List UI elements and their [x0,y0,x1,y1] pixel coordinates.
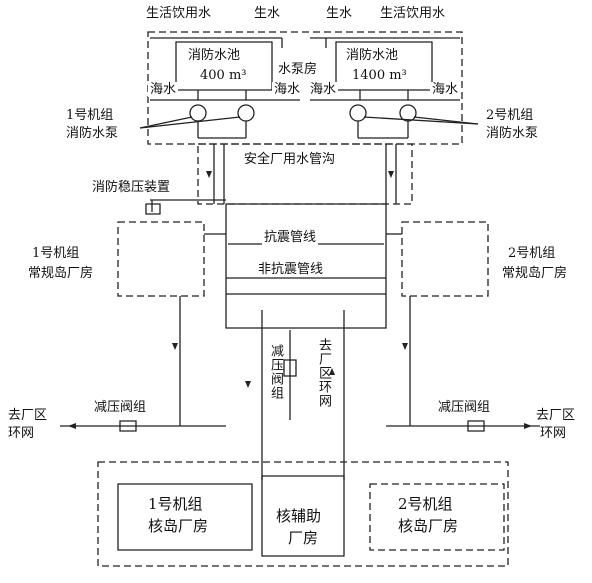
label-unit1-pumps-line1: 1号机组 [66,108,114,123]
arrow-down-left-1 [206,171,212,178]
label-unit1-conventional-line1: 1号机组 [32,246,80,261]
label-ring-right-line1: 去厂区 [536,408,576,423]
label-unit2-nuclear-line2: 核岛厂房 [398,517,459,535]
arrow-central-up [329,368,335,375]
fire-pool-right-box [336,42,432,90]
label-unit2-conventional-line1: 2号机组 [508,246,556,261]
label-unit2-conventional-line2: 常规岛厂房 [502,266,568,281]
arrow-down-right-1 [388,171,394,178]
unit2-nuclear-island [370,484,504,550]
label-non-seismic-line: 非抗震管线 [256,262,326,277]
arrow-down-left-2 [172,343,178,350]
arrow-central-down [245,381,251,388]
label-unit1-conventional-line2: 常规岛厂房 [28,266,94,281]
label-seismic-line: 抗震管线 [262,230,319,245]
label-raw-right: 生水 [326,6,353,21]
pump-leader-left-2 [140,117,240,128]
stabilizer-device [146,204,160,214]
pump-left-2 [237,104,255,122]
unit2-conventional-island [402,222,488,296]
label-seawater-4: 海水 [430,82,461,97]
unit1-conventional-island [118,222,204,296]
fire-pool-right-volume: 1400 m³ [352,68,407,83]
label-seawater-2: 海水 [272,82,303,97]
label-prv-right: 减压阀组 [438,400,491,415]
arrow-ring-left [68,423,76,429]
label-unit1-pumps-line2: 消防水泵 [66,126,119,141]
label-seawater-1: 海水 [148,82,179,97]
prv-right-symbol [468,421,484,431]
label-raw-left: 生水 [254,6,281,21]
label-vertical-ring: 去厂区环网 [316,338,331,408]
label-drinking-right: 生活饮用水 [380,6,446,21]
pump-right-2 [399,104,417,122]
label-unit2-pumps-line2: 消防水泵 [486,126,539,141]
label-ring-left-line1: 去厂区 [8,408,48,423]
label-stabilizer: 消防稳压装置 [92,180,171,195]
label-seawater-3: 海水 [308,82,339,97]
label-drinking-left: 生活饮用水 [146,6,212,21]
vertical-prv-symbol [284,360,296,376]
label-unit2-pumps-line1: 2号机组 [486,108,534,123]
pump-leader-right-2 [414,117,478,124]
label-safety-trench: 安全厂用水管沟 [242,152,338,167]
pump-right-1 [349,104,367,122]
label-ring-left-line2: 环网 [8,426,35,441]
fire-pool-left-box [176,42,272,90]
label-prv-left: 减压阀组 [94,400,147,415]
label-ring-right-line2: 环网 [540,426,567,441]
pump-left-1 [189,104,207,122]
seismic-loop [226,204,386,328]
label-unit2-nuclear-line1: 2号机组 [398,495,453,513]
label-unit1-nuclear-line2: 核岛厂房 [148,517,209,535]
label-vertical-prv: 减压阀组 [268,344,283,400]
arrow-down-right-2 [402,343,408,350]
fire-pool-right-title: 消防水池 [346,48,399,63]
fire-pool-left-volume: 400 m³ [200,68,247,83]
prv-left-symbol [120,421,136,431]
nuclear-island-enclosure [98,462,508,566]
aux-building [262,476,344,556]
fire-pool-left-title: 消防水池 [188,48,241,63]
pump-leader-left-1 [140,117,192,128]
label-aux-line1: 核辅助 [276,507,322,525]
label-aux-line2: 厂房 [288,529,319,547]
pump-leader-right-1 [364,117,478,124]
unit1-nuclear-island [118,484,252,550]
label-pump-house: 水泵房 [278,62,318,77]
label-unit1-nuclear-line1: 1号机组 [148,495,203,513]
arrow-ring-right [524,423,532,429]
